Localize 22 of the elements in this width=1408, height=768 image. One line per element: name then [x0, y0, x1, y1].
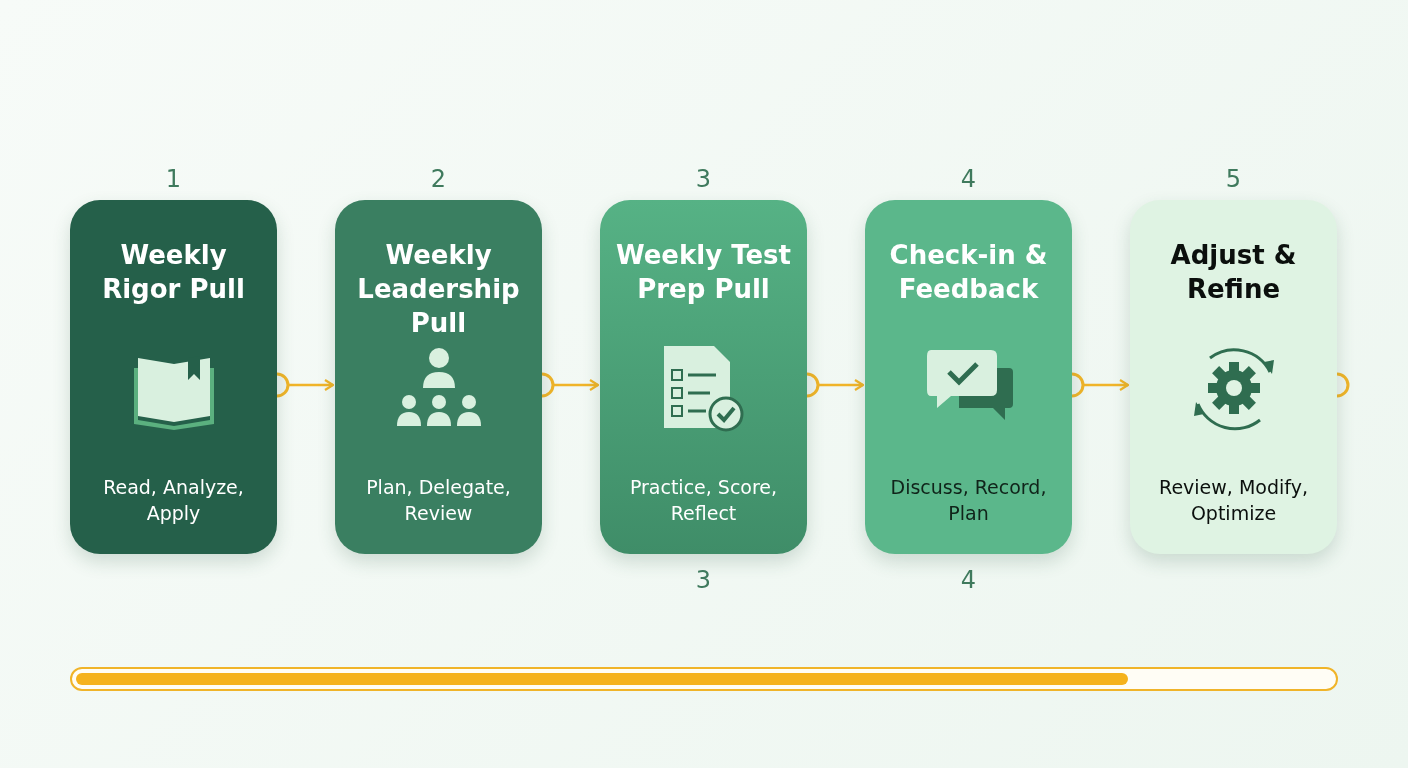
step-title: Weekly Test Prep Pull — [614, 239, 792, 306]
step-title: Adjust & Refine — [1169, 239, 1298, 306]
step-description: Review, Modify, Optimize — [1158, 475, 1309, 526]
step-number: 3 — [694, 566, 713, 594]
step-description: Practice, Score, Reflect — [628, 475, 779, 526]
step-card — [70, 200, 277, 554]
step-description: Discuss, Record, Plan — [889, 475, 1048, 526]
step-number: 3 — [694, 165, 713, 193]
step-description: Read, Analyze, Apply — [102, 475, 245, 526]
step-number: 2 — [429, 165, 448, 193]
step-title: Weekly Rigor Pull — [101, 239, 246, 306]
step-number: 1 — [164, 165, 183, 193]
step-number: 5 — [1224, 165, 1243, 193]
step-number: 4 — [959, 165, 978, 193]
step-card — [335, 200, 542, 554]
step-card — [865, 200, 1072, 554]
step-number: 4 — [959, 566, 978, 594]
step-title: Check-in & Feedback — [888, 239, 1049, 306]
step-description: Plan, Delegate, Review — [365, 475, 512, 526]
step-title: Weekly Leadership Pull — [356, 239, 521, 340]
step-card — [600, 200, 807, 554]
step-card — [1130, 200, 1337, 554]
